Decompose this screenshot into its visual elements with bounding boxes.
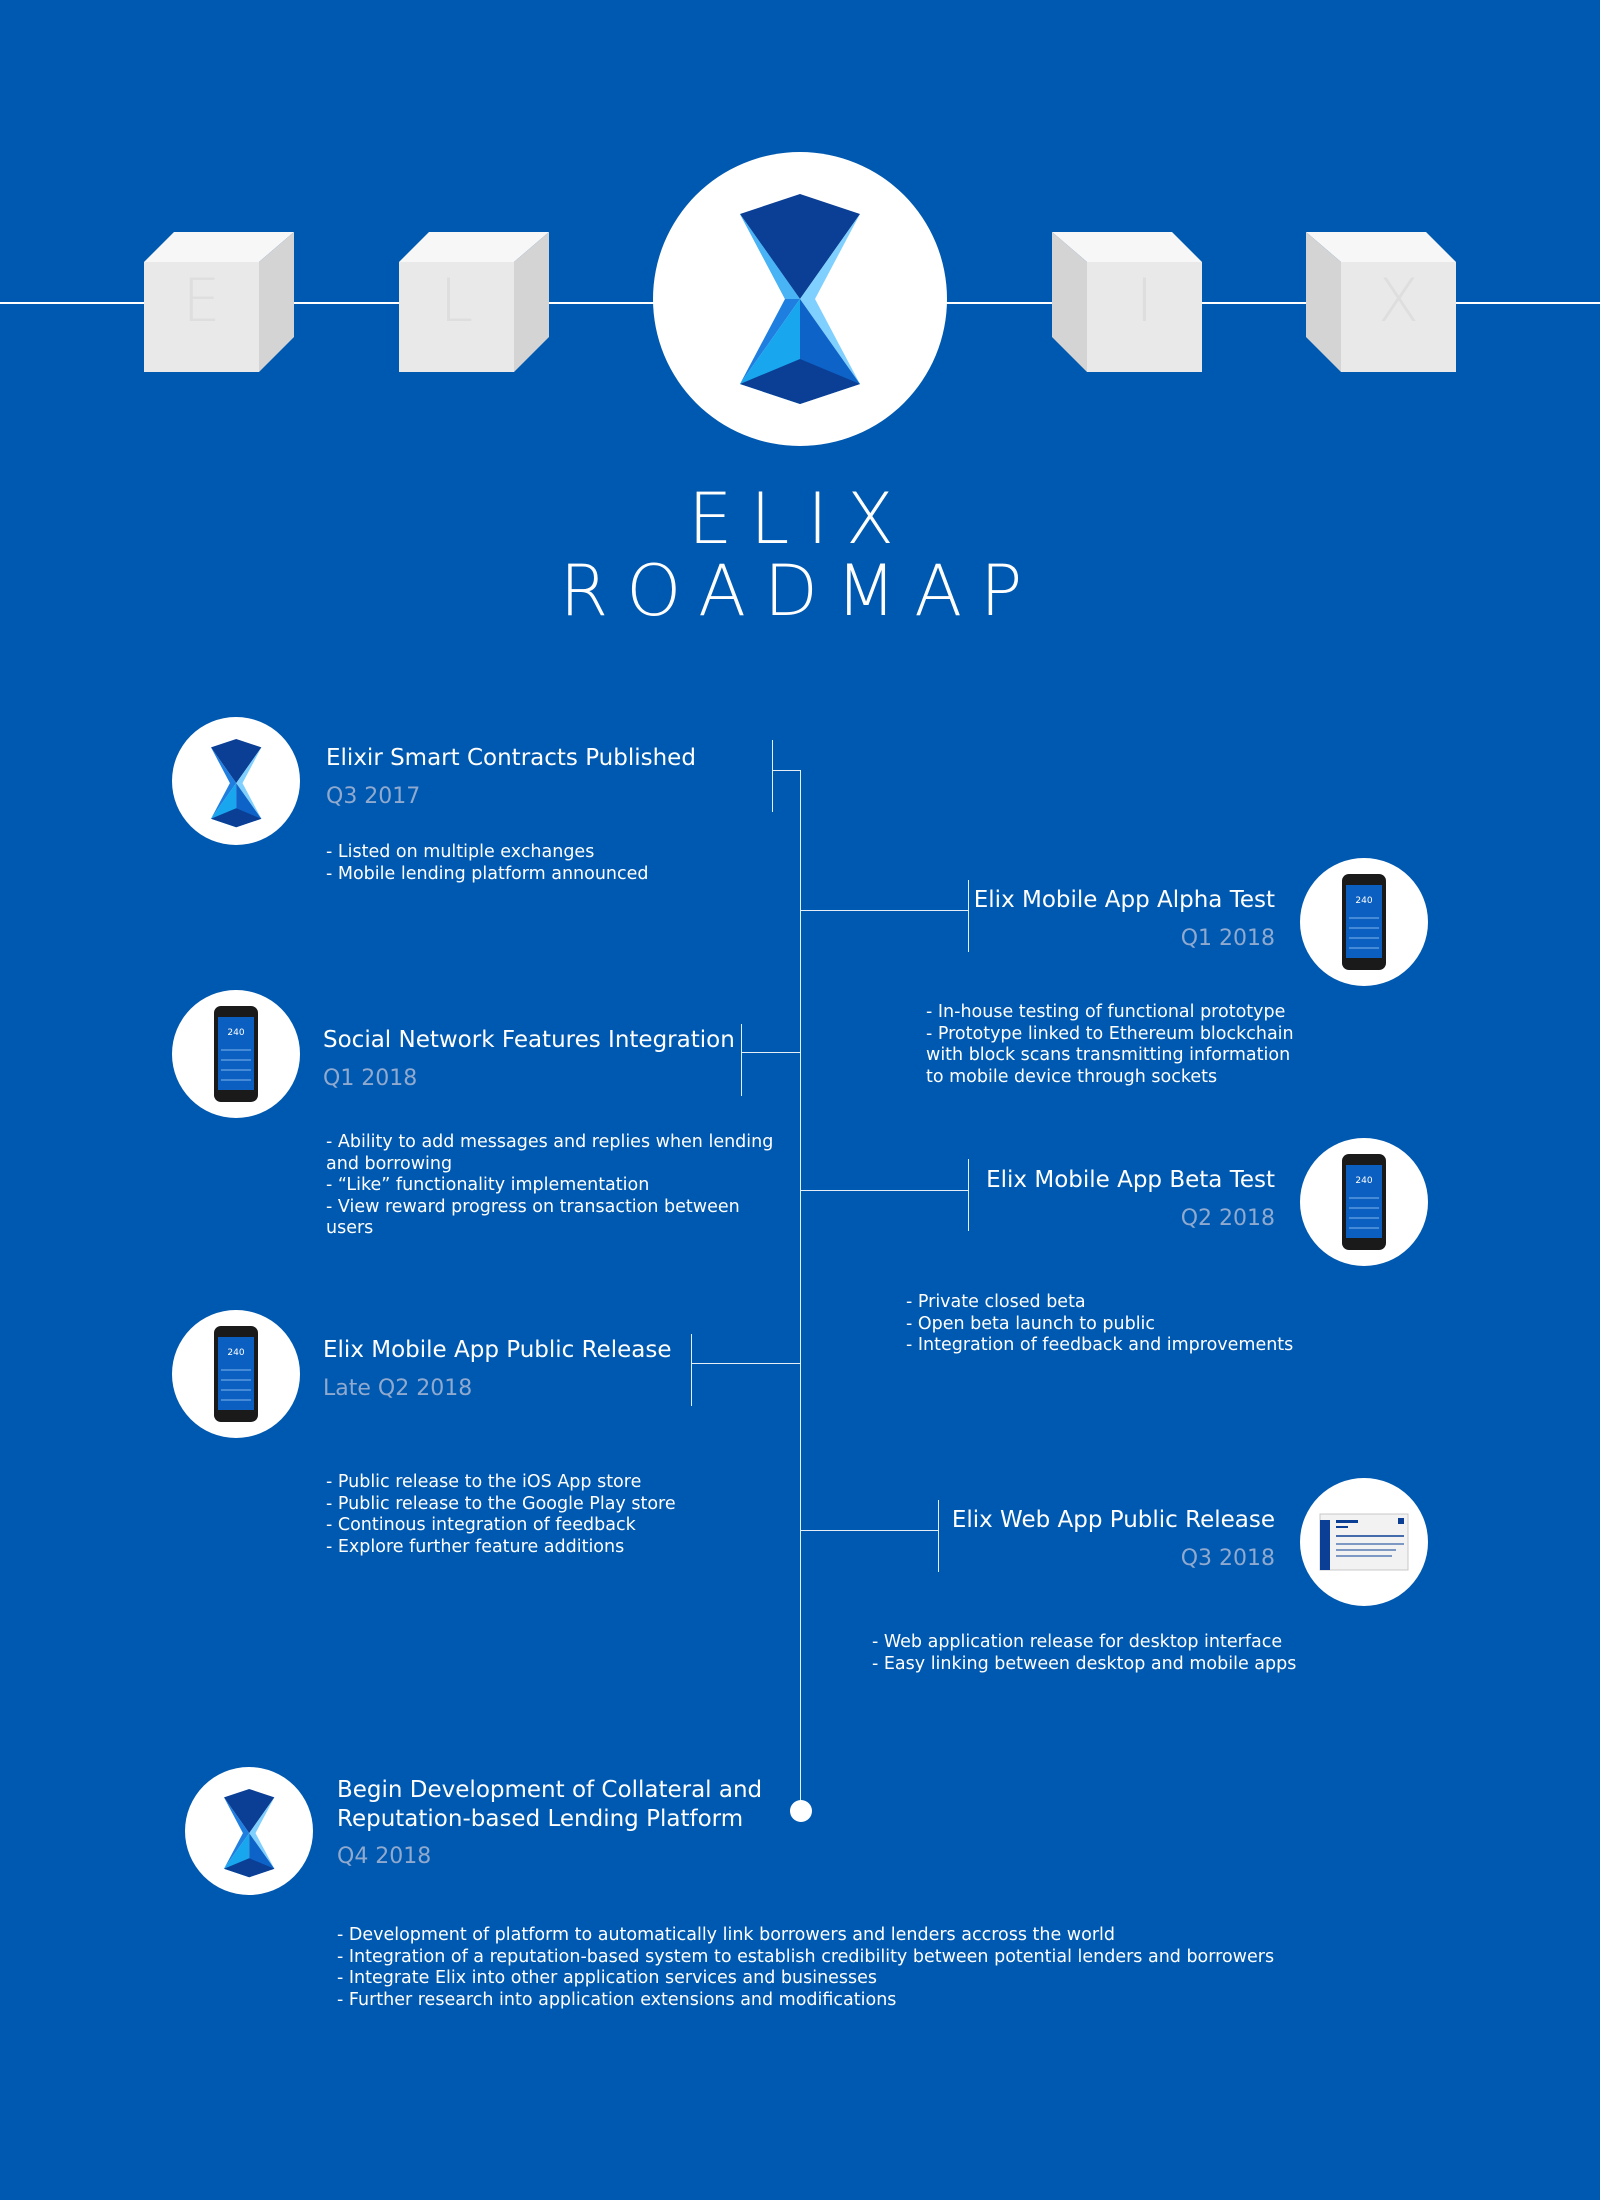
milestone-4-bracket [968,1159,969,1231]
web-app-icon [1319,1513,1409,1571]
milestone-5-bullets: - Public release to the iOS App store - … [326,1472,676,1558]
milestone-2-date: Q1 2018 [1180,926,1275,951]
bullet: - “Like” functionality implementation [326,1175,650,1195]
phone-screen-value: 240 [227,1348,244,1358]
cube-l-icon [399,232,549,372]
bullet: - Development of platform to automatical… [337,1925,1115,1945]
milestone-5-title: Elix Mobile App Public Release [323,1337,672,1363]
milestone-5-connector [691,1363,800,1364]
bullet: - Integration of a reputation-based syst… [337,1946,1275,1967]
milestone-7-icon [185,1767,313,1895]
milestone-1-connector [772,770,800,771]
phone-icon: 240 [1342,1154,1386,1250]
milestone-2-icon: 240 [1300,858,1428,986]
cube-e-icon [144,232,294,372]
milestone-2-bracket [968,880,969,952]
cube-letter: L [439,266,474,336]
phone-screen-value: 240 [1355,896,1372,906]
milestone-5-date: Late Q2 2018 [323,1376,473,1401]
milestone-1-icon [172,717,300,845]
cube-l: L [399,232,549,372]
bullet: - Explore further feature additions [326,1536,625,1557]
cube-letter: I [1135,266,1154,336]
milestone-7-title: Begin Development of Collateral and Repu… [337,1777,763,1832]
bullet: - Mobile lending platform announced [326,863,649,884]
milestone-3-bullets: - Ability to add messages and replies wh… [326,1132,773,1240]
bullet: - View reward progress on transaction be… [326,1196,740,1217]
phone-icon: 240 [214,1326,258,1422]
milestone-6-date: Q3 2018 [1180,1546,1275,1571]
bullet: - Integrate Elix into other application … [337,1968,878,1988]
bullet: - Continous integration of feedback [326,1515,636,1535]
milestone-6-title: Elix Web App Public Release [951,1507,1275,1533]
milestone-4-connector [800,1190,968,1191]
milestone-3-title: Social Network Features Integration [323,1027,735,1053]
bullet: users [326,1218,374,1238]
milestone-3-date: Q1 2018 [323,1066,418,1091]
bullet: - Private closed beta [906,1292,1086,1312]
bullet: - Further research into application exte… [337,1989,897,2010]
header-logo [653,152,947,446]
page-title-line1: ELIX [688,478,912,560]
phone-screen-value: 240 [1355,1176,1372,1186]
milestone-6-icon [1300,1478,1428,1606]
page-title-line2: ROADMAP [559,550,1041,632]
milestone-7-date: Q4 2018 [337,1844,432,1869]
cube-e: E [144,232,294,372]
bullet: - Ability to add messages and replies wh… [326,1132,774,1152]
elix-logo-icon [224,1789,275,1878]
bullet: - Prototype linked to Ethereum blockchai… [926,1023,1294,1044]
milestone-6-bracket [938,1500,939,1572]
bullet: and borrowing [326,1153,453,1174]
bullet: - Listed on multiple exchanges [326,842,595,862]
phone-icon: 240 [1342,874,1386,970]
milestone-1-bracket [772,740,773,812]
bullet: - In-house testing of functional prototy… [926,1002,1286,1022]
bullet: - Public release to the Google Play stor… [326,1493,676,1514]
elix-logo-icon [740,194,860,404]
timeline-end-dot [790,1800,812,1822]
milestone-3-icon: 240 [172,990,300,1118]
milestone-3-connector [741,1052,800,1053]
milestone-4-date: Q2 2018 [1180,1206,1275,1231]
bullet: - Web application release for desktop in… [872,1632,1283,1652]
milestone-5-bracket [691,1334,692,1406]
milestone-1-bullets: - Listed on multiple exchanges - Mobile … [326,842,649,885]
milestone-3-bracket [741,1024,742,1096]
milestone-2-bullets: - In-house testing of functional prototy… [926,1002,1294,1088]
bullet: - Easy linking between desktop and mobil… [872,1653,1297,1674]
milestone-1-title: Elixir Smart Contracts Published [326,745,696,771]
milestone-1-date: Q3 2017 [326,784,421,809]
milestone-6-bullets: - Web application release for desktop in… [872,1632,1296,1675]
milestone-6-connector [800,1530,938,1531]
bullet: - Integration of feedback and improvemen… [906,1335,1294,1355]
milestone-4-icon: 240 [1300,1138,1428,1266]
phone-icon: 240 [214,1006,258,1102]
bullet: with block scans transmitting informatio… [926,1045,1291,1065]
bullet: to mobile device through sockets [926,1066,1218,1087]
phone-screen-value: 240 [227,1028,244,1038]
milestone-7-bullets: - Development of platform to automatical… [337,1925,1274,2011]
milestone-4-bullets: - Private closed beta - Open beta launch… [906,1292,1293,1357]
cube-i-icon [1052,232,1202,372]
cube-x-icon [1306,232,1456,372]
milestone-2-connector [800,910,968,911]
timeline-spine [800,770,801,1810]
bullet: - Open beta launch to public [906,1313,1156,1334]
cube-letter: X [1377,266,1420,336]
milestone-2-title: Elix Mobile App Alpha Test [973,887,1275,913]
cube-letter: E [182,266,221,336]
cube-i: I [1052,232,1202,372]
milestone-4-title: Elix Mobile App Beta Test [986,1167,1275,1193]
elix-logo-icon [211,739,262,828]
cube-x: X [1306,232,1456,372]
bullet: - Public release to the iOS App store [326,1472,642,1492]
milestone-5-icon: 240 [172,1310,300,1438]
